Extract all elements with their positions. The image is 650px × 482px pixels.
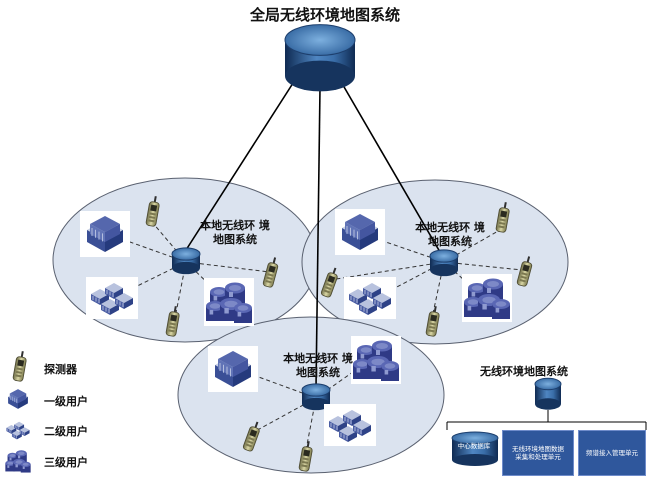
probe-left-top <box>145 196 160 227</box>
global-database-icon <box>284 24 356 92</box>
probe-left-right <box>262 257 279 288</box>
level3-user-right <box>462 274 512 322</box>
level1-user-left <box>80 211 130 257</box>
system-detail-database <box>534 377 562 410</box>
probe-right-top <box>495 202 510 233</box>
legend-level3-label: 三级用户 <box>44 456 88 469</box>
level2-user-bottom <box>324 404 376 446</box>
level3-user-left <box>204 278 254 326</box>
legend-probe-label: 探测器 <box>44 363 77 376</box>
probe-right-right <box>516 256 533 287</box>
data-collection-unit: 无线环境地图数据 采集和处理单元 <box>502 430 574 476</box>
global-links <box>185 79 441 389</box>
local-database-right <box>429 249 459 277</box>
data-collection-label: 无线环境地图数据 采集和处理单元 <box>512 444 564 461</box>
legend-level3-icon <box>4 447 32 475</box>
central-database-unit: 中心数据库 <box>450 430 498 476</box>
legend-level2-icon <box>3 418 33 442</box>
local-database-bottom <box>301 383 331 411</box>
legend-level1-icon <box>4 386 32 412</box>
spectrum-access-unit: 频谱接入管理单元 <box>578 430 646 476</box>
system-detail-bracket <box>446 410 647 430</box>
legend-probe-icon <box>12 351 27 382</box>
probe-bottom-left <box>242 421 260 452</box>
probe-left-bottom <box>165 306 180 337</box>
local-system-label-right: 本地无线环 境地图系统 <box>415 221 485 248</box>
level2-user-right <box>344 277 396 319</box>
central-database-label: 中心数据库 <box>457 441 491 450</box>
legend-level1-label: 一级用户 <box>44 395 88 408</box>
legend-level2-label: 二级用户 <box>44 425 88 438</box>
system-detail-title: 无线环境地图系统 <box>480 365 568 378</box>
local-system-label-left: 本地无线环 境地图系统 <box>200 219 270 246</box>
level2-user-left <box>86 277 138 319</box>
probe-right-bottom <box>425 306 440 337</box>
level1-user-bottom <box>208 346 258 392</box>
level1-user-right <box>335 209 385 255</box>
local-system-label-bottom: 本地无线环 境地图系统 <box>283 352 353 379</box>
local-database-left <box>171 247 201 275</box>
spectrum-access-label: 频谱接入管理单元 <box>586 448 638 457</box>
probe-right-left <box>320 267 338 298</box>
central-database-cylinder <box>451 431 499 466</box>
diagram-title: 全局无线环境地图系统 <box>249 6 400 24</box>
probe-bottom-bottom <box>298 441 313 472</box>
level3-user-bottom <box>351 336 401 384</box>
